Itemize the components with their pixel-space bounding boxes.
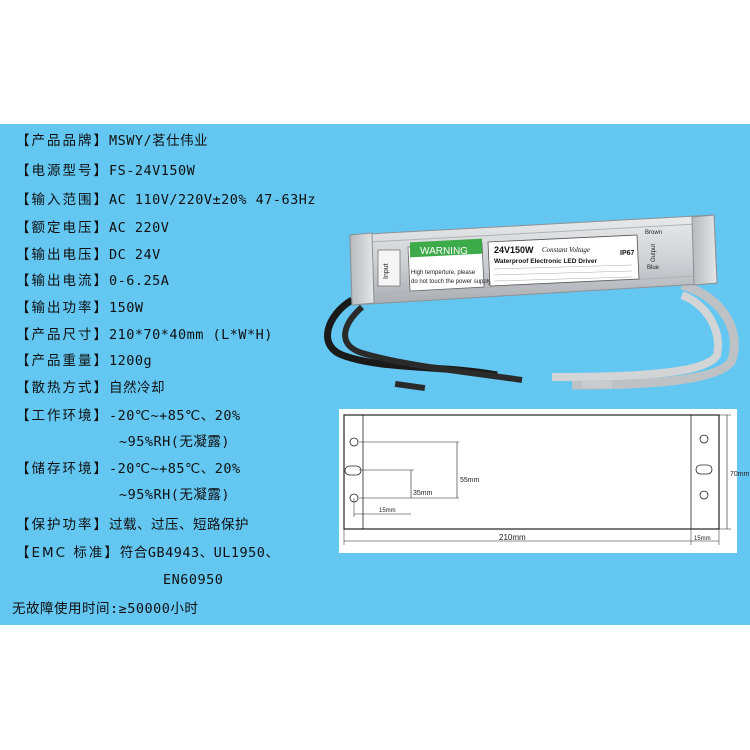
dim-15-left: 15mm bbox=[379, 508, 396, 514]
spec-size: 【产品尺寸】210*70*40mm (L*W*H) bbox=[16, 327, 273, 343]
spec-model: 【电源型号】FS-24V150W bbox=[16, 163, 196, 179]
spec-brand: 【产品品牌】MSWY/茗仕伟业 bbox=[16, 133, 209, 149]
dim-35: 35mm bbox=[413, 490, 433, 497]
dimension-drawing: 55mm 35mm 15mm 70mm 210mm 15mm bbox=[339, 409, 750, 553]
label-line2: Waterproof Electronic LED Driver bbox=[494, 258, 598, 265]
spec-mtbf: 无故障使用时间:≥50000小时 bbox=[12, 601, 199, 617]
spec-rated-voltage: 【额定电压】AC 220V bbox=[16, 220, 170, 236]
spec-output-voltage: 【输出电压】DC 24V bbox=[16, 247, 161, 263]
left-cap bbox=[349, 232, 375, 306]
spec-weight: 【产品重量】1200g bbox=[16, 353, 153, 369]
spec-emc-cont: EN60950 bbox=[163, 572, 224, 588]
blue-label: Blue bbox=[647, 265, 660, 271]
slot-left bbox=[344, 465, 362, 476]
warning-banner bbox=[410, 238, 482, 258]
spec-label bbox=[487, 234, 640, 287]
spec-input-range: 【输入范围】AC 110V/220V±20% 47-63Hz bbox=[16, 192, 317, 208]
ip-rating: IP67 bbox=[620, 250, 635, 257]
spec-protection: 【保护功率】过载、过压、短路保护 bbox=[16, 517, 249, 533]
right-cap bbox=[691, 214, 718, 286]
spec-emc: 【EMC 标准】符合GB4943、UL1950、 bbox=[16, 545, 280, 561]
spec-output-power: 【输出功率】150W bbox=[16, 300, 144, 316]
brown-label: Brown bbox=[645, 230, 662, 236]
spec-storage-env: 【储存环境】-20℃~+85℃、20% bbox=[16, 461, 241, 477]
dim-55: 55mm bbox=[460, 477, 480, 484]
label-subtitle: Constant Voltage bbox=[542, 246, 590, 254]
spec-output-current: 【输出电流】0-6.25A bbox=[16, 273, 170, 289]
hole-right-top bbox=[699, 434, 709, 444]
hole-right-bottom bbox=[699, 490, 709, 500]
input-label: Input bbox=[383, 263, 390, 279]
spec-working-env-cont: ~95%RH(无凝露) bbox=[119, 434, 231, 450]
slot-right bbox=[695, 464, 713, 475]
outline-rect bbox=[343, 414, 720, 530]
warning-title: WARNING bbox=[420, 246, 468, 257]
spec-storage-env-cont: ~95%RH(无凝露) bbox=[119, 487, 231, 503]
output-label: Output bbox=[651, 244, 657, 262]
label-title: 24V150W bbox=[494, 245, 534, 255]
hole-left-top bbox=[349, 437, 359, 447]
dim-15-right: 15mm bbox=[694, 536, 711, 542]
dim-210: 210mm bbox=[499, 533, 526, 542]
spec-working-env: 【工作环境】-20℃~+85℃、20% bbox=[16, 408, 241, 424]
dim-70: 70mm bbox=[730, 471, 750, 478]
spec-cooling: 【散热方式】自然冷却 bbox=[16, 380, 165, 396]
product-photo: Input WARNING High temperture, please do… bbox=[324, 214, 739, 392]
gray-cable bbox=[571, 280, 739, 390]
warning-text-1: High temperture, please bbox=[411, 270, 476, 276]
warning-text-2: do not touch the power supply bbox=[411, 279, 491, 285]
